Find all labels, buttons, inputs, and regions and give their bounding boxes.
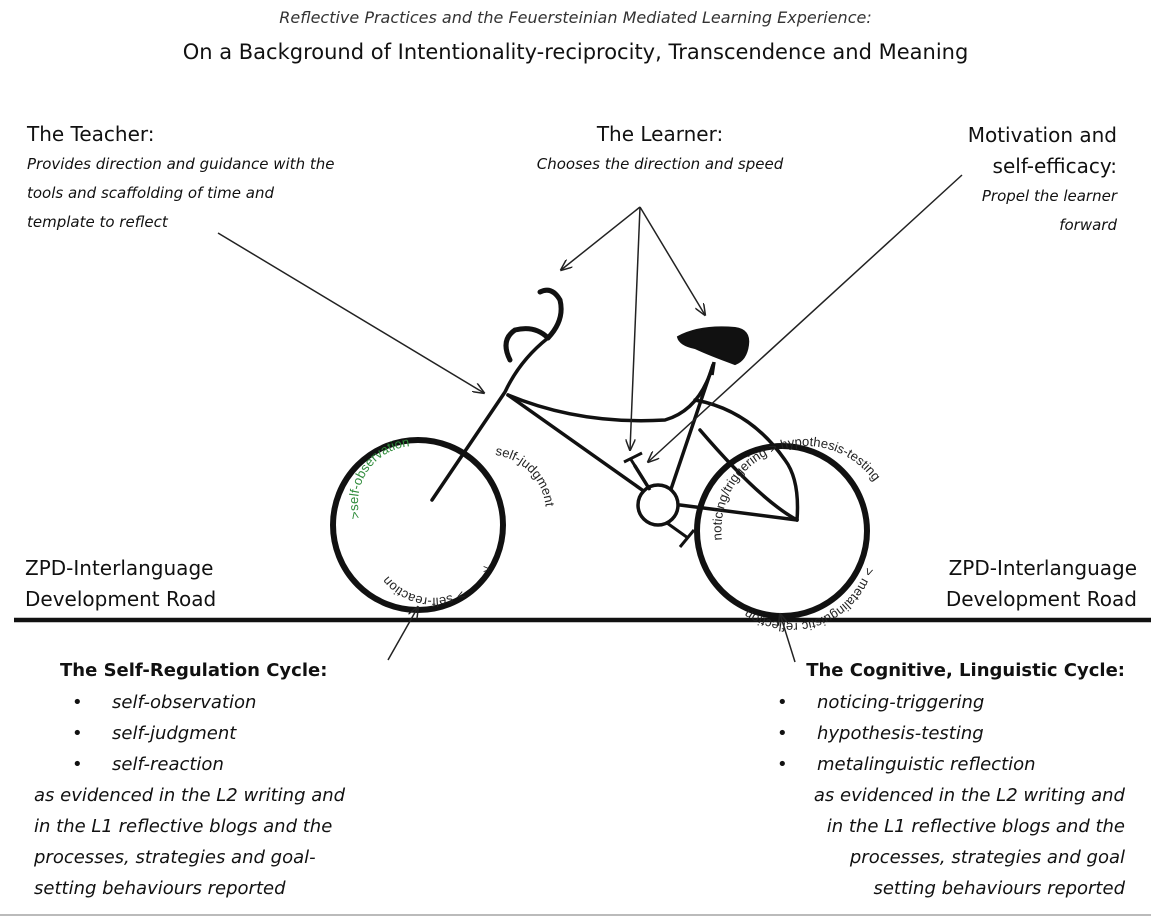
pedal-top [623,451,643,464]
evidence-line: setting behaviours reported [873,878,1125,899]
learner-text: Chooses the direction and speed [536,155,784,173]
teacher-text-line: template to reflect [27,213,168,231]
list-item: self-judgment [60,718,414,749]
motivation-text-line: forward [1059,216,1117,234]
motivation-heading-line: self-efficacy: [992,154,1117,178]
evidence-line: in the L1 reflective blogs and the [826,816,1125,837]
bicycle-frame [430,336,800,522]
evidence-line: as evidenced in the L2 writing and [34,785,346,806]
road-label-line: Development Road [25,587,217,611]
teacher-arrow [217,232,484,393]
road-label-right: ZPD-Interlanguage Development Road [946,553,1137,615]
learner-arrow-pedal [630,206,641,450]
handlebar [503,287,564,363]
chainring [636,483,680,527]
motivation-block: Motivation and self-efficacy: Propel the… [857,120,1117,240]
learner-arrow-handlebar [561,206,641,270]
road-label-line: ZPD-Interlanguage [948,556,1137,580]
motivation-text-line: Propel the learner [981,187,1117,205]
diagram-subtitle: Reflective Practices and the Feuersteini… [279,8,872,27]
diagram-title: On a Background of Intentionality-recipr… [182,40,969,64]
bicycle-seat [676,326,750,366]
self-regulation-arrow [387,607,418,661]
evidence-line: as evidenced in the L2 writing and [813,785,1125,806]
teacher-text-line: Provides direction and guidance with the [27,155,335,173]
teacher-block: The Teacher: Provides direction and guid… [27,122,334,237]
annotation-arrows [217,174,963,663]
list-item: hypothesis-testing [765,718,1125,749]
front-wheel-arrow-text: > [483,562,490,576]
list-item: self-reaction [60,749,414,780]
cognitive-arrow [780,614,796,663]
evidence-line: in the L1 reflective blogs and the [34,816,333,837]
learner-block: The Learner: Chooses the direction and s… [510,122,810,179]
motivation-arrow [648,174,963,462]
road-label-line: ZPD-Interlanguage [25,556,214,580]
list-item: noticing-triggering [765,687,1125,718]
cognitive-block: The Cognitive, Linguistic Cycle: noticin… [745,660,1125,904]
teacher-text-line: tools and scaffolding of time and [27,184,274,202]
motivation-heading-line: Motivation and [967,123,1117,147]
cognitive-title: The Cognitive, Linguistic Cycle: [806,660,1125,681]
learner-heading: The Learner: [596,122,724,146]
teacher-heading: The Teacher: [27,122,155,146]
self-regulation-block: The Self-Regulation Cycle: self-observat… [34,660,414,904]
evidence-line: processes, strategies and goal [849,847,1125,868]
road-label-left: ZPD-Interlanguage Development Road [25,553,216,615]
evidence-line: setting behaviours reported [34,878,286,899]
evidence-line: processes, strategies and goal- [34,847,316,868]
road-label-line: Development Road [945,587,1137,611]
pedal-bottom [678,529,696,548]
learner-arrow-seat [639,206,705,315]
front-wheel-judgment-text: self-judgment [494,443,557,507]
list-item: metalinguistic reflection [765,749,1125,780]
list-item: self-observation [60,687,414,718]
self-regulation-title: The Self-Regulation Cycle: [60,660,328,681]
